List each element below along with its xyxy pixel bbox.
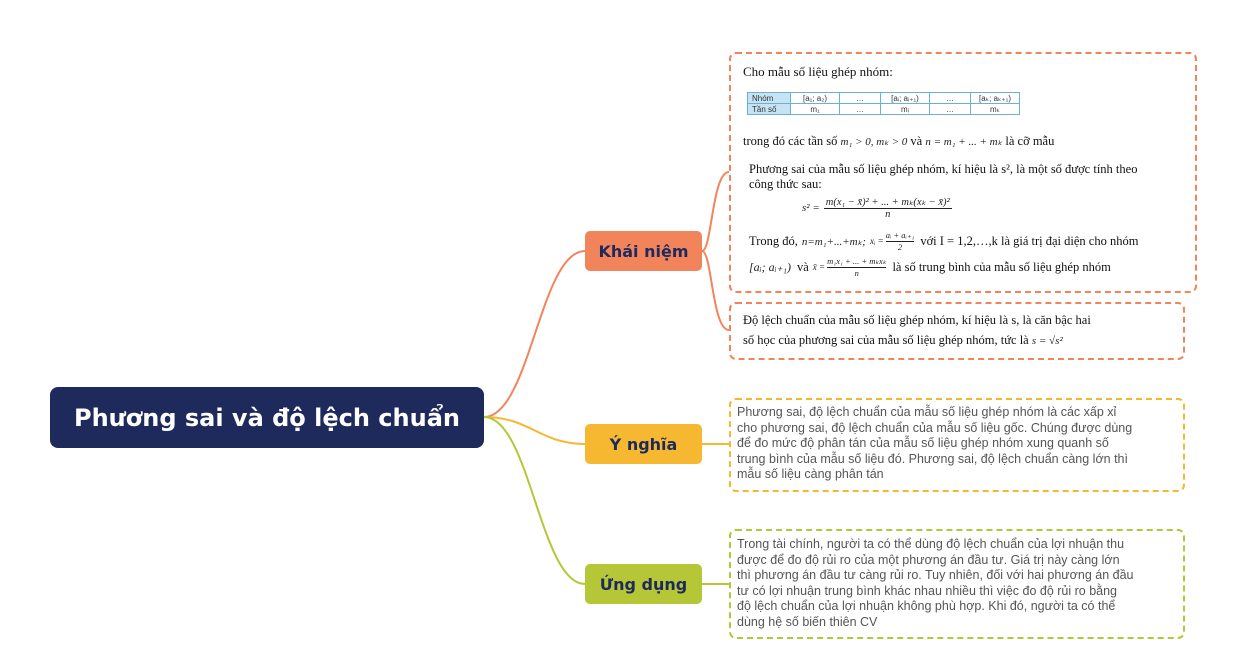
text: với I = 1,2,…,k là giá trị đại diện cho … <box>920 233 1139 248</box>
branch-concept[interactable]: Khái niệm <box>585 231 702 271</box>
std-definition-box <box>729 302 1185 360</box>
fraction: m(x₁ − x̄)² + ... + mₖ(xₖ − x̄)² n <box>823 196 952 220</box>
table-cell: … <box>929 103 971 115</box>
link-root-meaning <box>483 416 586 445</box>
text-line: dùng hệ số biến thiên CV <box>737 614 878 629</box>
math-denominator: n <box>854 268 859 278</box>
text: trong đó các tần số <box>743 134 838 148</box>
text-line: thì phương án đầu tư càng rủi ro. Tuy nh… <box>737 568 1134 582</box>
link-root-application <box>483 416 586 585</box>
branch-meaning[interactable]: Ý nghĩa <box>585 424 702 464</box>
math-numerator: m₁x₁ + ... + mₖxₖ <box>827 256 887 268</box>
math-std-formula: s = √s² <box>1031 335 1063 347</box>
math-s2: s² = <box>802 202 820 214</box>
table-cell: mᵢ <box>880 103 930 115</box>
text-line: được để đo độ rủi ro của một phương án đ… <box>737 552 1120 567</box>
table-cell: [aₖ; aₖ₊₁) <box>970 92 1020 104</box>
text-line: Trong tài chính, người ta có thể dùng độ… <box>737 537 1125 551</box>
std-definition-1: Độ lệch chuẩn của mẫu số liệu ghép nhóm,… <box>743 313 1091 327</box>
math-denominator: n <box>885 209 891 220</box>
text: số học của phương sai của mẫu số liệu gh… <box>743 333 1029 347</box>
branch-application[interactable]: Ứng dụng <box>585 564 702 604</box>
frequency-condition-line: trong đó các tần số m₁ > 0, mₖ > 0 và n … <box>743 134 1054 149</box>
concept-intro: Cho mẫu số liệu ghép nhóm: <box>743 64 893 79</box>
table-cell: [a₁; a₂) <box>790 92 840 104</box>
text: và <box>910 134 923 148</box>
application-box <box>729 529 1185 639</box>
meaning-text: Phương sai, độ lệch chuẩn của mẫu số liệ… <box>737 405 1132 483</box>
grouped-data-table: Nhóm [a₁; a₂) … [aᵢ; aᵢ₊₁) … [aₖ; aₖ₊₁) … <box>747 92 1020 115</box>
root-topic[interactable]: Phương sai và độ lệch chuẩn <box>50 387 484 448</box>
table-cell: mₖ <box>970 103 1020 115</box>
table-cell: [aᵢ; aᵢ₊₁) <box>880 92 930 104</box>
table-cell: … <box>839 103 881 115</box>
table-cell: m₁ <box>790 103 840 115</box>
fraction: aᵢ + aᵢ₊₁ 2 <box>885 230 915 252</box>
text-line: cho phương sai, độ lệch chuẩn của mẫu số… <box>737 420 1133 435</box>
table-cell: … <box>839 92 881 104</box>
fraction: m₁x₁ + ... + mₖxₖ n <box>827 256 887 278</box>
table-header-group: Nhóm <box>747 92 791 104</box>
text-line: để đo mức độ phân tán của mẫu số liệu gh… <box>737 436 1109 450</box>
link-concept-box1 <box>701 171 730 252</box>
math-numerator: aᵢ + aᵢ₊₁ <box>885 230 915 242</box>
text-line: độ lệch chuẩn của lợi nhuận không phù hợ… <box>737 599 1116 613</box>
variance-definition-2: công thức sau: <box>749 177 822 191</box>
math-n-def: n=m₁+...+mₖ; <box>801 235 866 248</box>
math-sample-size: n = m₁ + ... + mₖ <box>925 136 1003 148</box>
concept-definition-box <box>729 52 1197 293</box>
table-cell: … <box>929 92 971 104</box>
table-header-frequency: Tần số <box>747 103 791 115</box>
text-line: tư có lợi nhuận trung bình khác nhau nhi… <box>737 583 1118 598</box>
text-line: mẫu số liệu càng phân tán <box>737 467 884 481</box>
variance-definition-1: Phương sai của mẫu số liệu ghép nhóm, kí… <box>749 162 1138 176</box>
meaning-box <box>729 398 1185 492</box>
link-concept-box2 <box>701 250 730 331</box>
where-line: Trong đó, n=m₁+...+mₖ; xᵢ = aᵢ + aᵢ₊₁ 2 … <box>749 230 1138 252</box>
text: Trong đó, <box>749 233 798 248</box>
link-root-concept <box>483 250 586 418</box>
math-frequency-condition: m₁ > 0, mₖ > 0 <box>840 136 908 148</box>
math-mean: x̄ = <box>812 262 826 272</box>
text: là số trung bình của mẫu số liệu ghép nh… <box>892 259 1111 274</box>
math-interval: [aᵢ; aᵢ₊₁) <box>749 259 791 274</box>
std-definition-2: số học của phương sai của mẫu số liệu gh… <box>743 333 1063 348</box>
math-denominator: 2 <box>897 242 903 252</box>
application-text: Trong tài chính, người ta có thể dùng độ… <box>737 537 1133 630</box>
text-line: trung bình của mẫu số liệu đó. Phương sa… <box>737 451 1128 466</box>
variance-formula: s² = m(x₁ − x̄)² + ... + mₖ(xₖ − x̄)² n <box>802 196 952 220</box>
text: là cỡ mẫu <box>1005 134 1055 148</box>
text-line: Phương sai, độ lệch chuẩn của mẫu số liệ… <box>737 405 1117 419</box>
mean-line: [aᵢ; aᵢ₊₁) và x̄ = m₁x₁ + ... + mₖxₖ n l… <box>749 256 1111 278</box>
math-xi: xᵢ = <box>869 236 884 246</box>
math-numerator: m(x₁ − x̄)² + ... + mₖ(xₖ − x̄)² <box>823 197 952 209</box>
text: và <box>796 259 809 274</box>
